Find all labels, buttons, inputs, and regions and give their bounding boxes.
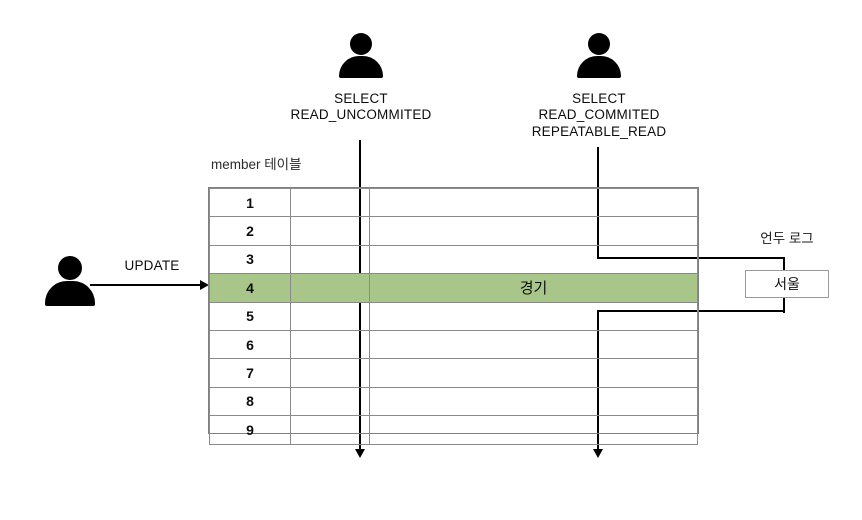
row-id-cell: 7 <box>209 358 291 388</box>
update-label: UPDATE <box>124 258 180 273</box>
member-table: 1 2 3 4 경기 <box>208 187 699 445</box>
table-row[interactable]: 5 <box>209 301 698 331</box>
table-row[interactable]: 2 <box>209 216 698 246</box>
update-arrow-head-icon <box>200 280 209 290</box>
table-row[interactable]: 3 <box>209 244 698 275</box>
row-id-cell: 9 <box>209 415 291 445</box>
row-id-cell: 4 <box>209 273 291 303</box>
row-value-cell: 경기 <box>369 273 698 303</box>
reader-uncommitted-label-line-2: READ_UNCOMMITED <box>290 107 432 123</box>
row-value-cell <box>369 216 698 246</box>
reader-committed-label-line-3: REPEATABLE_READ <box>531 123 667 139</box>
reader-uncommitted-head-icon <box>350 33 372 55</box>
reader-committed-person-icon <box>576 33 622 78</box>
row-mid-cell <box>290 244 370 275</box>
row-value-cell <box>369 244 698 275</box>
table-row[interactable]: 1 <box>209 187 698 218</box>
row-id-cell: 5 <box>209 301 291 331</box>
row-mid-cell <box>290 386 370 417</box>
row-id-cell: 8 <box>209 386 291 417</box>
writer-person-icon <box>44 256 96 306</box>
table-row[interactable]: 9 <box>209 415 698 445</box>
reader-committed-arrow-head-icon <box>593 449 604 458</box>
row-value-cell <box>369 329 698 360</box>
row-id-cell: 1 <box>209 187 291 218</box>
reader-committed-head-icon <box>588 33 610 55</box>
reader-committed-label-line-2: READ_COMMITED <box>538 107 660 123</box>
row-value-cell <box>369 415 698 445</box>
table-row[interactable]: 8 <box>209 386 698 417</box>
row-id-cell: 3 <box>209 244 291 275</box>
row-mid-cell <box>290 273 370 303</box>
row-value-cell <box>369 386 698 417</box>
row-mid-cell <box>290 329 370 360</box>
member-table-title: member 테이블 <box>211 157 302 172</box>
writer-body-icon <box>45 281 95 306</box>
row-mid-cell <box>290 187 370 218</box>
update-arrow-line <box>90 284 202 286</box>
row-value-cell <box>369 358 698 388</box>
undo-log-entry-value: 서울 <box>774 276 800 292</box>
reader-uncommitted-arrow-head-icon <box>355 449 366 458</box>
row-mid-cell <box>290 301 370 331</box>
row-id-cell: 6 <box>209 329 291 360</box>
writer-head-icon <box>58 256 82 280</box>
reader-committed-label: SELECT READ_COMMITED REPEATABLE_READ <box>532 91 667 140</box>
undo-log-entry-box[interactable]: 서울 <box>745 270 829 298</box>
table-row-highlighted[interactable]: 4 경기 <box>209 273 698 303</box>
member-table-grid: 1 2 3 4 경기 <box>209 187 698 445</box>
reader-uncommitted-person-icon <box>338 33 384 78</box>
reader-uncommitted-label: SELECT READ_UNCOMMITED <box>290 91 431 124</box>
table-row[interactable]: 7 <box>209 358 698 388</box>
reader-uncommitted-body-icon <box>339 56 383 78</box>
reader-committed-label-line-1: SELECT <box>572 91 626 106</box>
row-mid-cell <box>290 216 370 246</box>
table-row[interactable]: 6 <box>209 329 698 360</box>
row-id-cell: 2 <box>209 216 291 246</box>
reader-uncommitted-label-line-1: SELECT <box>334 91 388 106</box>
reader-committed-body-icon <box>577 56 621 78</box>
row-value-cell <box>369 187 698 218</box>
row-mid-cell <box>290 415 370 445</box>
row-value-cell <box>369 301 698 331</box>
member-table-body: 1 2 3 4 경기 <box>209 187 698 445</box>
row-mid-cell <box>290 358 370 388</box>
undo-log-title: 언두 로그 <box>760 231 814 246</box>
